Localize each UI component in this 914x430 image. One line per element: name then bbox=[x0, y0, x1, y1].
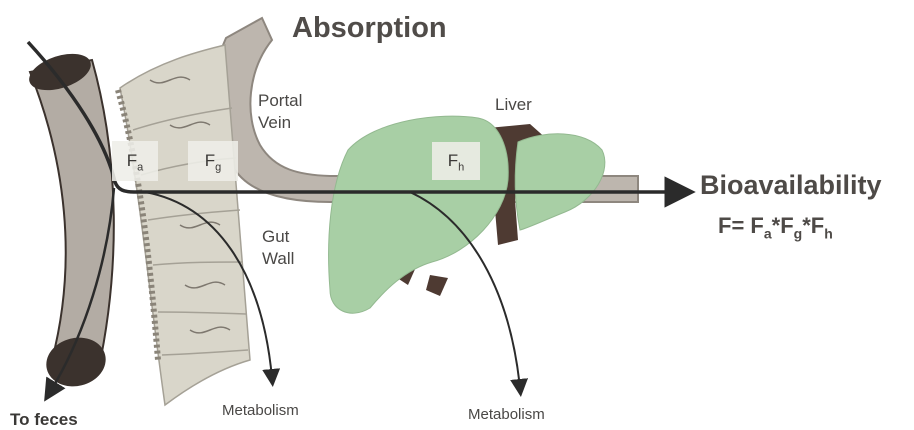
fraction-hepatic-box: Fh bbox=[432, 142, 480, 180]
formula-sub3: h bbox=[824, 225, 833, 241]
formula-prefix: F= bbox=[718, 213, 750, 238]
bioavailability-label: Bioavailability bbox=[700, 170, 882, 201]
fh-base: F bbox=[448, 151, 458, 170]
gut-wall-label-line1: Gut bbox=[262, 226, 294, 248]
portal-vein-label-line1: Portal bbox=[258, 90, 302, 112]
fraction-gut-box: Fg bbox=[188, 141, 238, 181]
fg-sub: g bbox=[215, 161, 221, 173]
bioavailability-formula: F= Fa*Fg*Fh bbox=[718, 213, 833, 241]
formula-term2: F bbox=[780, 213, 793, 238]
intestine bbox=[25, 47, 114, 393]
liver-metabolism-label: Metabolism bbox=[468, 406, 545, 423]
formula-sub1: a bbox=[764, 225, 772, 241]
liver-label: Liver bbox=[495, 95, 532, 115]
formula-op2: * bbox=[802, 213, 811, 238]
gut-wall-label: Gut Wall bbox=[262, 226, 294, 270]
fraction-absorbed-box: Fa bbox=[112, 141, 158, 181]
gut-metabolism-label: Metabolism bbox=[222, 402, 299, 419]
diagram-title: Absorption bbox=[292, 12, 447, 45]
fh-sub: h bbox=[458, 161, 464, 173]
fg-base: F bbox=[205, 151, 215, 170]
formula-sub2: g bbox=[794, 225, 803, 241]
to-feces-label: To feces bbox=[10, 410, 78, 430]
fa-base: F bbox=[127, 151, 137, 170]
portal-vein-label-line2: Vein bbox=[258, 112, 302, 134]
portal-vein-label: Portal Vein bbox=[258, 90, 302, 134]
fa-sub: a bbox=[137, 161, 143, 173]
formula-term3: F bbox=[811, 213, 824, 238]
gut-wall-label-line2: Wall bbox=[262, 248, 294, 270]
formula-op1: * bbox=[772, 213, 781, 238]
formula-term1: F bbox=[750, 213, 763, 238]
